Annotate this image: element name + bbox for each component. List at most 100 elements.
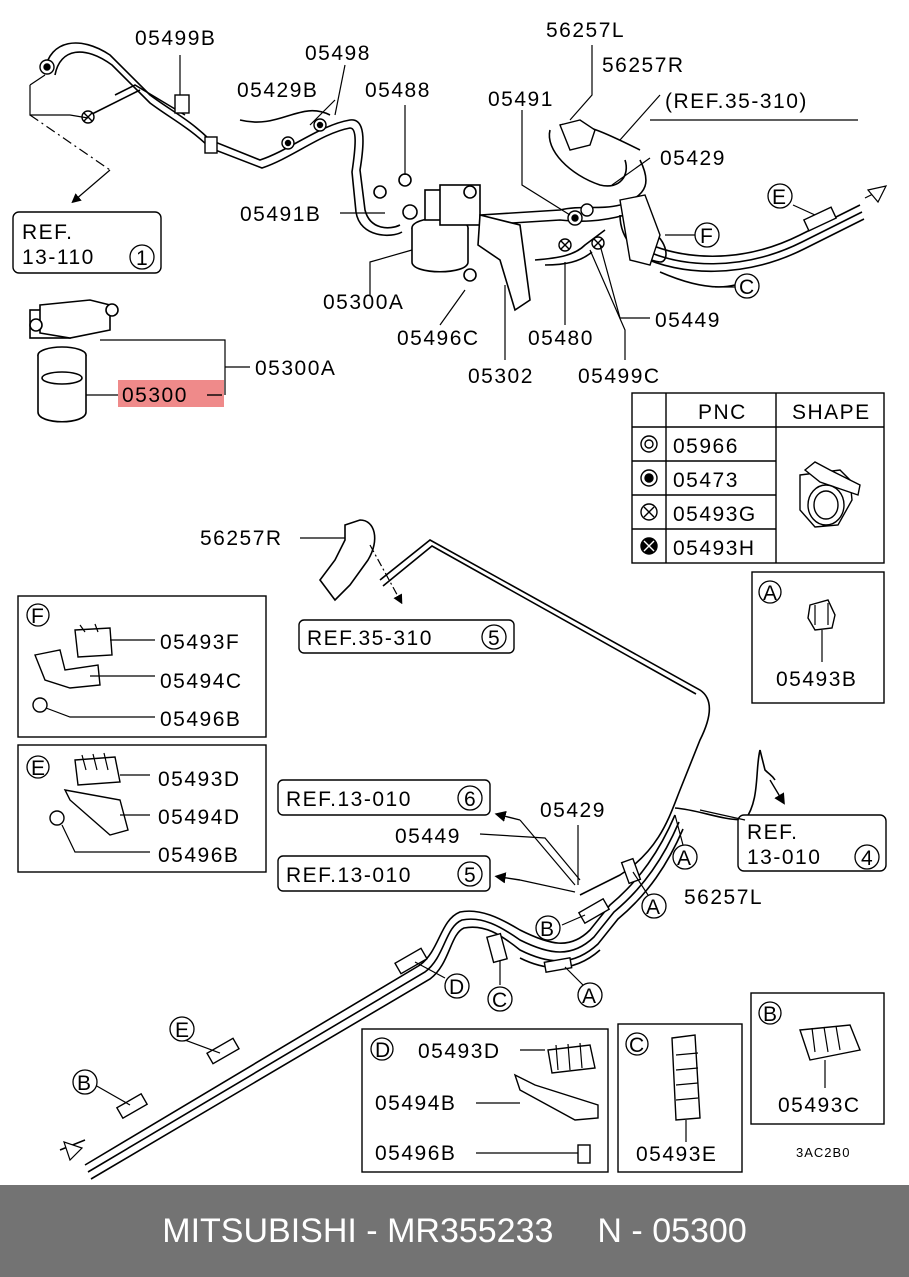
svg-text:E: E xyxy=(31,757,47,780)
callout-mid-a1: A xyxy=(672,844,698,870)
svg-text:E: E xyxy=(772,186,788,209)
ref-13-110-box: REF. 13-110 1 xyxy=(12,211,162,274)
pnc-row-05966: 05966 xyxy=(673,435,739,458)
part-number: MR355233 xyxy=(387,1211,554,1250)
svg-text:REF.13-010: REF.13-010 xyxy=(286,788,412,811)
label-56257L: 56257L xyxy=(546,19,625,42)
pnc-code: 05300 xyxy=(652,1211,747,1250)
ref-35-310-mid-box: REF.35-310 5 xyxy=(298,619,515,654)
svg-text:13-110: 13-110 xyxy=(22,246,95,269)
svg-text:A: A xyxy=(763,582,779,605)
svg-text:A: A xyxy=(677,847,693,870)
svg-text:6: 6 xyxy=(464,788,477,811)
pnc-row-05493H: 05493H xyxy=(673,537,756,560)
pnc-row-05473: 05473 xyxy=(673,469,739,492)
svg-text:5: 5 xyxy=(488,627,501,650)
label-05499B: 05499B xyxy=(135,27,216,50)
svg-text:C: C xyxy=(629,1034,646,1057)
svg-text:A: A xyxy=(582,985,598,1008)
arrow-icon xyxy=(63,1141,84,1162)
svg-text:REF.13-010: REF.13-010 xyxy=(286,864,412,887)
label-05491B: 05491B xyxy=(240,203,321,226)
label-56257R-mid: 56257R xyxy=(200,527,283,550)
svg-text:A: A xyxy=(646,896,662,919)
label-05429-mid: 05429 xyxy=(540,799,606,822)
svg-text:D: D xyxy=(375,1039,392,1062)
svg-text:05496B: 05496B xyxy=(160,708,241,731)
ref-35-310-top: (REF.35-310) xyxy=(665,90,808,113)
shape-header: SHAPE xyxy=(792,401,871,424)
separator: - xyxy=(356,1211,388,1250)
svg-text:F: F xyxy=(31,605,45,628)
svg-text:F: F xyxy=(700,225,714,248)
svg-text:B: B xyxy=(77,1072,93,1095)
parts-diagram: 05499B 05498 05429B 05488 56257L 56257R … xyxy=(12,19,888,1180)
callout-top-c: C xyxy=(734,273,760,299)
svg-text:13-010: 13-010 xyxy=(747,846,821,869)
svg-text:5: 5 xyxy=(464,864,477,887)
svg-text:05493B: 05493B xyxy=(776,668,857,691)
label-05429B: 05429B xyxy=(237,79,318,102)
detail-box-a: A 05493B xyxy=(751,571,885,704)
label-05488: 05488 xyxy=(365,79,431,102)
label-05491: 05491 xyxy=(488,88,554,111)
svg-text:05493D: 05493D xyxy=(158,768,241,791)
top-line-clamps xyxy=(39,59,838,266)
brand-name: MITSUBISHI xyxy=(162,1211,357,1250)
svg-text:B: B xyxy=(763,1003,779,1026)
detail-box-c: C 05493E xyxy=(617,1023,743,1173)
svg-text:05494B: 05494B xyxy=(375,1092,456,1115)
svg-text:4: 4 xyxy=(861,847,874,870)
fuel-filter-assembly xyxy=(373,173,531,312)
svg-text:05496B: 05496B xyxy=(375,1142,456,1165)
main-line-clamps xyxy=(115,857,642,1120)
label-05300-highlighted: 05300 xyxy=(122,384,188,407)
svg-text:REF.: REF. xyxy=(22,221,74,244)
label-05498: 05498 xyxy=(305,42,371,65)
svg-text:REF.35-310: REF.35-310 xyxy=(307,627,433,650)
label-05480: 05480 xyxy=(528,327,594,350)
top-fuel-lines xyxy=(44,42,865,288)
callout-mid-a3: A xyxy=(577,982,603,1008)
fuel-filter-exploded xyxy=(29,299,119,423)
mid-leaders xyxy=(479,809,746,893)
svg-text:C: C xyxy=(739,276,756,299)
lower-callout-leaders xyxy=(94,814,684,1106)
arrow-icon xyxy=(494,810,521,822)
svg-text:D: D xyxy=(449,976,466,999)
pnc-row-05493G: 05493G xyxy=(673,503,757,526)
middle-hose-56257R xyxy=(300,519,776,896)
detail-box-d: D 05493D 05494B 05496B xyxy=(361,1028,609,1173)
leader-05300A xyxy=(100,339,226,395)
detail-box-b: B 05493C xyxy=(750,992,885,1125)
label-05449-mid: 05449 xyxy=(395,825,461,848)
callout-mid-b2: B xyxy=(72,1069,98,1095)
callout-top-e: E xyxy=(767,183,793,209)
label-05300A-side: 05300A xyxy=(255,357,336,380)
svg-text:05496B: 05496B xyxy=(158,844,239,867)
svg-text:REF.: REF. xyxy=(747,821,799,844)
callout-mid-d: D xyxy=(444,973,470,999)
label-05499C: 05499C xyxy=(578,365,661,388)
svg-text:1: 1 xyxy=(136,247,149,270)
label-05429-top: 05429 xyxy=(660,147,726,170)
label-05302: 05302 xyxy=(468,365,534,388)
svg-text:05493D: 05493D xyxy=(418,1040,501,1063)
arrow-icon xyxy=(494,872,521,884)
callout-top-f: F xyxy=(694,222,720,248)
top-leader-lines xyxy=(29,45,886,360)
pnc-prefix: N - xyxy=(597,1211,653,1250)
label-05496C: 05496C xyxy=(397,327,480,350)
svg-text:05493F: 05493F xyxy=(160,631,240,654)
pnc-header: PNC xyxy=(698,401,747,424)
callout-mid-c: C xyxy=(487,986,513,1012)
callout-mid-b: B xyxy=(535,915,561,941)
pnc-shape-table xyxy=(631,392,885,564)
svg-text:05493E: 05493E xyxy=(636,1143,717,1166)
footer-bar: MITSUBISHI - MR355233 N - 05300 xyxy=(0,1185,909,1277)
svg-text:05493C: 05493C xyxy=(778,1094,861,1117)
svg-text:05494D: 05494D xyxy=(158,806,241,829)
arrow-icon xyxy=(769,779,785,805)
arrow-icon xyxy=(866,185,888,204)
diagram-code: 3AC2B0 xyxy=(796,1145,850,1160)
